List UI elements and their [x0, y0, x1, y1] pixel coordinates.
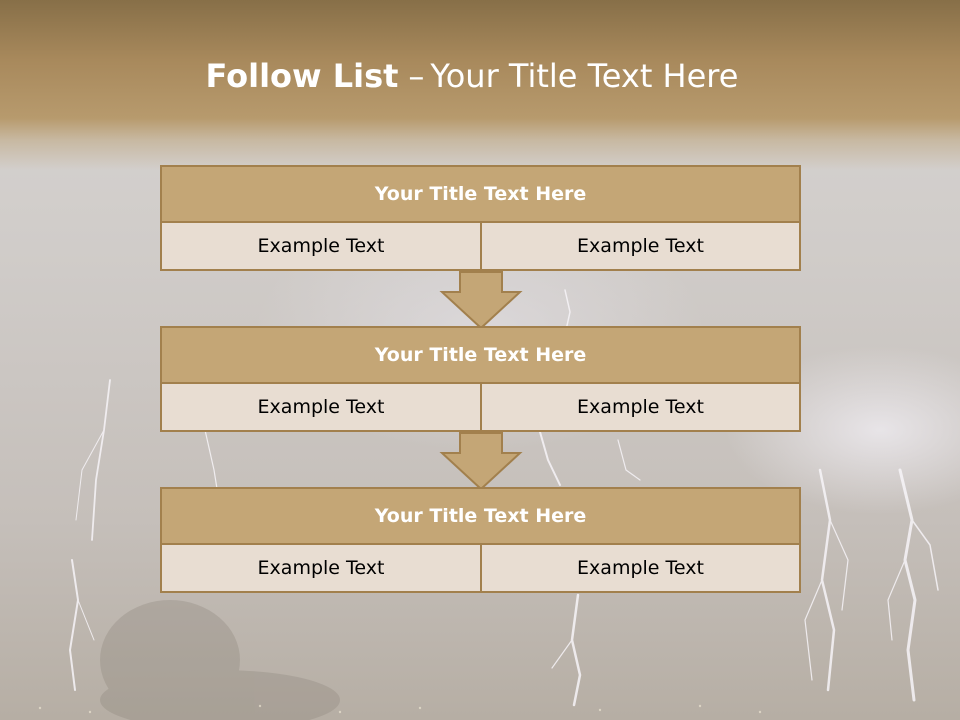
list-block-1: Your Title Text Here Example Text Exampl… [160, 165, 801, 271]
block-right-text: Example Text [480, 543, 801, 593]
slide-title-rest: Your Title Text Here [430, 57, 739, 95]
block-right-text: Example Text [480, 382, 801, 432]
block-title: Your Title Text Here [160, 165, 801, 223]
block-right-text: Example Text [480, 221, 801, 271]
block-left-text: Example Text [160, 382, 482, 432]
down-arrow-icon [439, 432, 523, 491]
slide-title-dash: – [408, 57, 425, 95]
slide-title-bold: Follow List [205, 57, 399, 95]
block-left-text: Example Text [160, 543, 482, 593]
list-block-2: Your Title Text Here Example Text Exampl… [160, 326, 801, 432]
title-banner [0, 0, 960, 170]
slide-title: Follow List–Your Title Text Here [0, 56, 944, 96]
block-title: Your Title Text Here [160, 487, 801, 545]
down-arrow-icon [439, 271, 523, 330]
list-block-3: Your Title Text Here Example Text Exampl… [160, 487, 801, 593]
block-title: Your Title Text Here [160, 326, 801, 384]
block-left-text: Example Text [160, 221, 482, 271]
